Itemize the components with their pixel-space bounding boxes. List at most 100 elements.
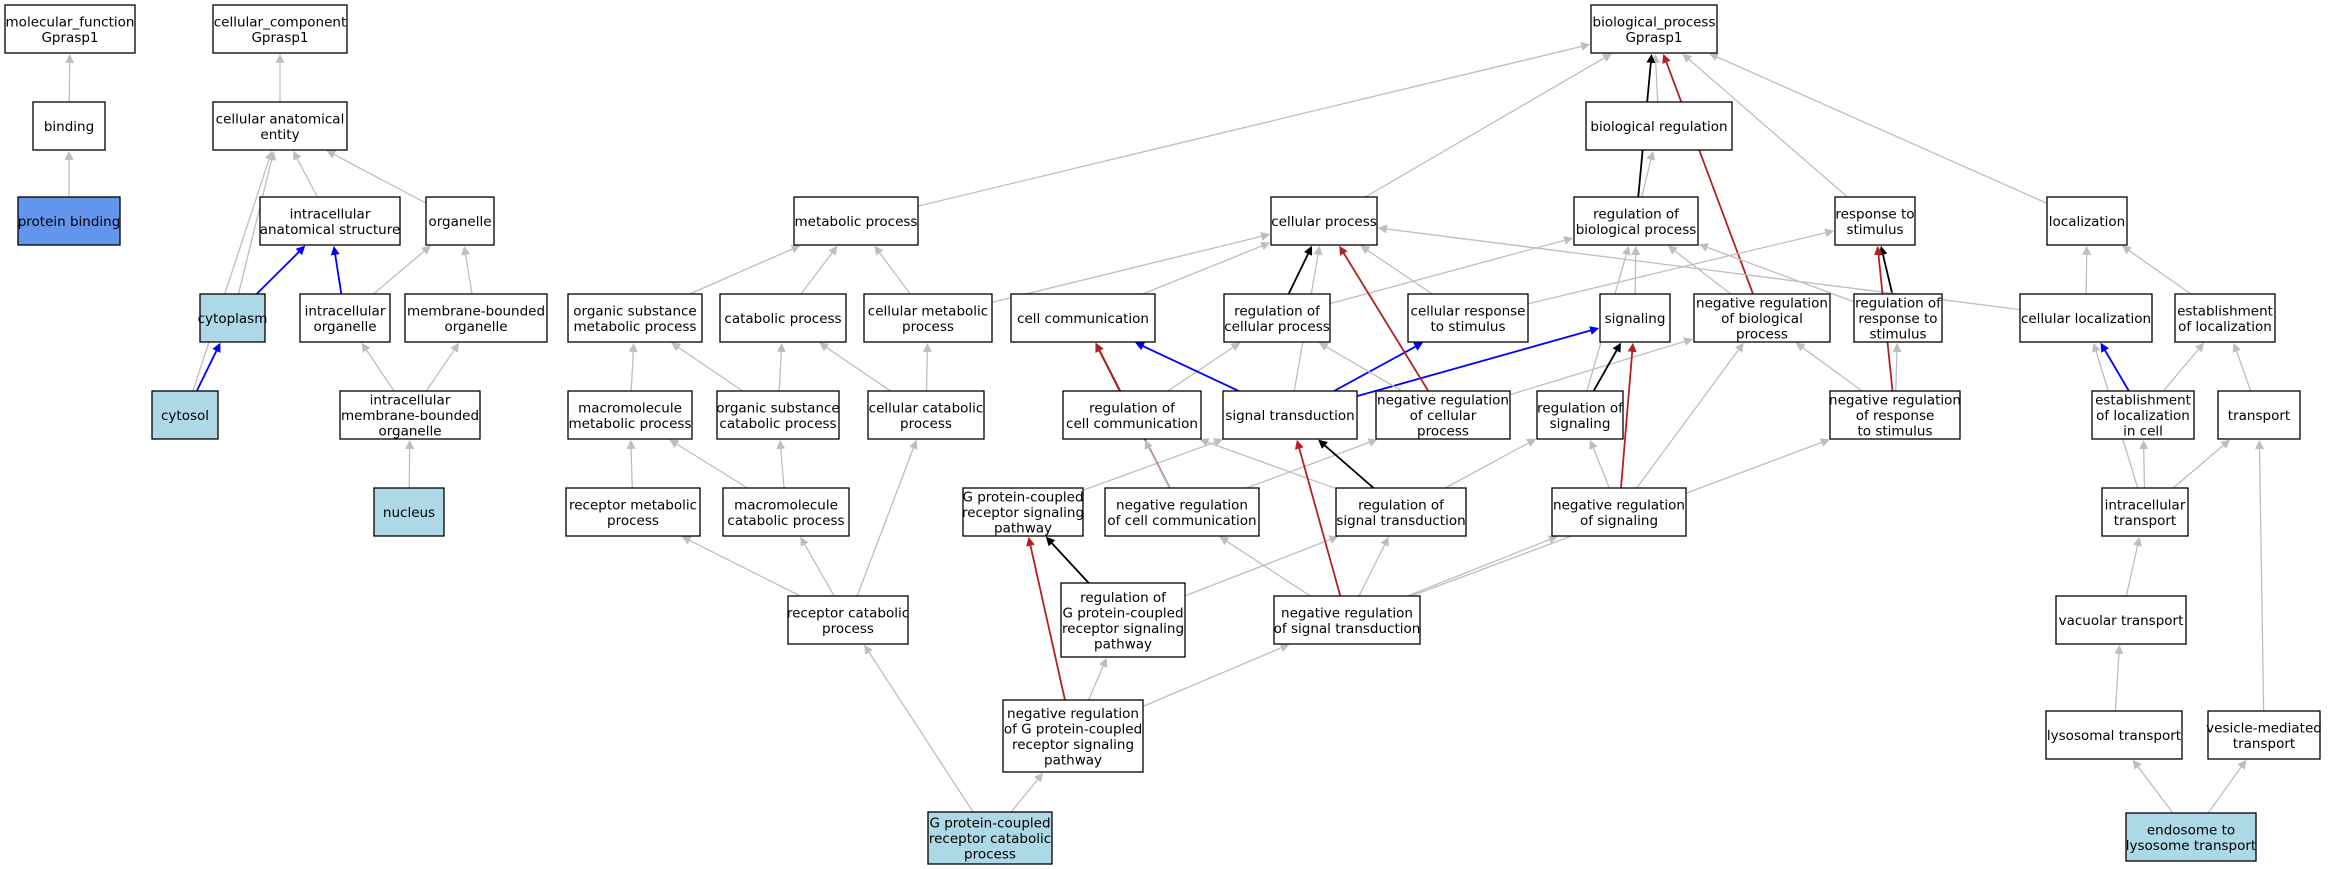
go-term-node-sig-trans[interactable]: signal transduction bbox=[1222, 390, 1358, 440]
edge-is-a-est-loc-to-localization bbox=[2121, 245, 2192, 295]
node-label-line: metabolic process bbox=[795, 214, 918, 230]
node-label-line: response to bbox=[1835, 206, 1914, 222]
node-box bbox=[1693, 293, 1831, 343]
go-term-node-cytosol[interactable]: cytosol bbox=[151, 390, 219, 440]
edge-part-of-sig-trans-to-cell-comm bbox=[1135, 342, 1240, 392]
go-term-node-metabolic[interactable]: metabolic process bbox=[793, 196, 919, 246]
go-term-node-lys-trans[interactable]: lysosomal transport bbox=[2045, 710, 2183, 760]
edge-is-a-reg-cc-to-reg-cell bbox=[1167, 342, 1241, 392]
edge-is-a-mbo-to-organelle bbox=[461, 245, 473, 295]
node-box bbox=[1273, 595, 1421, 645]
node-box bbox=[1551, 487, 1687, 537]
node-label-line: metabolic process bbox=[569, 416, 692, 432]
go-term-node-signaling[interactable]: signaling bbox=[1599, 293, 1671, 343]
edge-is-a-oscp-to-catabolic bbox=[776, 342, 786, 392]
go-term-node-cytoplasm[interactable]: cytoplasm bbox=[198, 293, 268, 343]
go-term-node-cell-comm[interactable]: cell communication bbox=[1010, 293, 1156, 343]
go-term-node-transport[interactable]: transport bbox=[2217, 390, 2301, 440]
node-box bbox=[339, 390, 481, 440]
node-label-line: cell communication bbox=[1017, 311, 1149, 327]
node-box bbox=[2125, 812, 2257, 862]
go-term-node-cell-proc[interactable]: cellular process bbox=[1270, 196, 1378, 246]
node-label-line: protein binding bbox=[18, 214, 121, 230]
edge-is-a-cell-resp-to-resp-stim bbox=[1527, 228, 1835, 305]
edge-regulates-reg-sig-to-signaling bbox=[1592, 342, 1621, 392]
edge-is-a-cytoplasm-to-cae bbox=[237, 150, 277, 295]
edge-is-a-neg-reg-gpcr-to-neg-reg-st bbox=[1142, 643, 1290, 707]
go-term-node-vac-trans[interactable]: vacuolar transport bbox=[2055, 595, 2187, 645]
node-box bbox=[567, 390, 693, 440]
node-label-line: process bbox=[607, 513, 659, 529]
edge-regulates-reg-resp-to-resp-stim bbox=[1878, 245, 1894, 295]
go-term-node-organelle[interactable]: organelle bbox=[425, 196, 495, 246]
node-box bbox=[1335, 487, 1467, 537]
go-term-node-bio-reg[interactable]: biological regulation bbox=[1585, 101, 1733, 151]
go-term-node-cell-loc[interactable]: cellular localization bbox=[2019, 293, 2153, 343]
node-box bbox=[2207, 710, 2321, 760]
go-term-node-catabolic[interactable]: catabolic process bbox=[719, 293, 847, 343]
edge-is-a-cell-metab-to-metabolic bbox=[874, 245, 911, 295]
node-label-line: receptor catabolic bbox=[787, 605, 909, 621]
node-label-line: anatomical structure bbox=[260, 222, 401, 238]
node-label-line: intracellular bbox=[290, 206, 371, 222]
node-box bbox=[4, 4, 136, 54]
node-box bbox=[1062, 390, 1202, 440]
node-label-line: organic substance bbox=[716, 400, 839, 416]
node-box bbox=[425, 196, 495, 246]
node-box bbox=[722, 487, 850, 537]
go-term-node-nucleus[interactable]: nucleus bbox=[373, 487, 445, 537]
go-term-node-localization[interactable]: localization bbox=[2046, 196, 2128, 246]
go-term-node-binding[interactable]: binding bbox=[32, 101, 106, 151]
edge-is-a-neg-reg-resp-to-reg-resp bbox=[1892, 342, 1902, 392]
node-label-line: molecular_function bbox=[6, 14, 135, 30]
node-box bbox=[2217, 390, 2301, 440]
node-box bbox=[151, 390, 219, 440]
node-label-line: vacuolar transport bbox=[2059, 613, 2184, 629]
node-box bbox=[1536, 390, 1624, 440]
node-box bbox=[373, 487, 445, 537]
edge-is-a-rcp-to-rmp bbox=[681, 536, 801, 597]
node-label-line: pathway bbox=[1044, 752, 1102, 768]
go-term-node-protein-binding[interactable]: protein binding bbox=[17, 196, 121, 246]
node-label-line: endosome to bbox=[2147, 822, 2235, 838]
